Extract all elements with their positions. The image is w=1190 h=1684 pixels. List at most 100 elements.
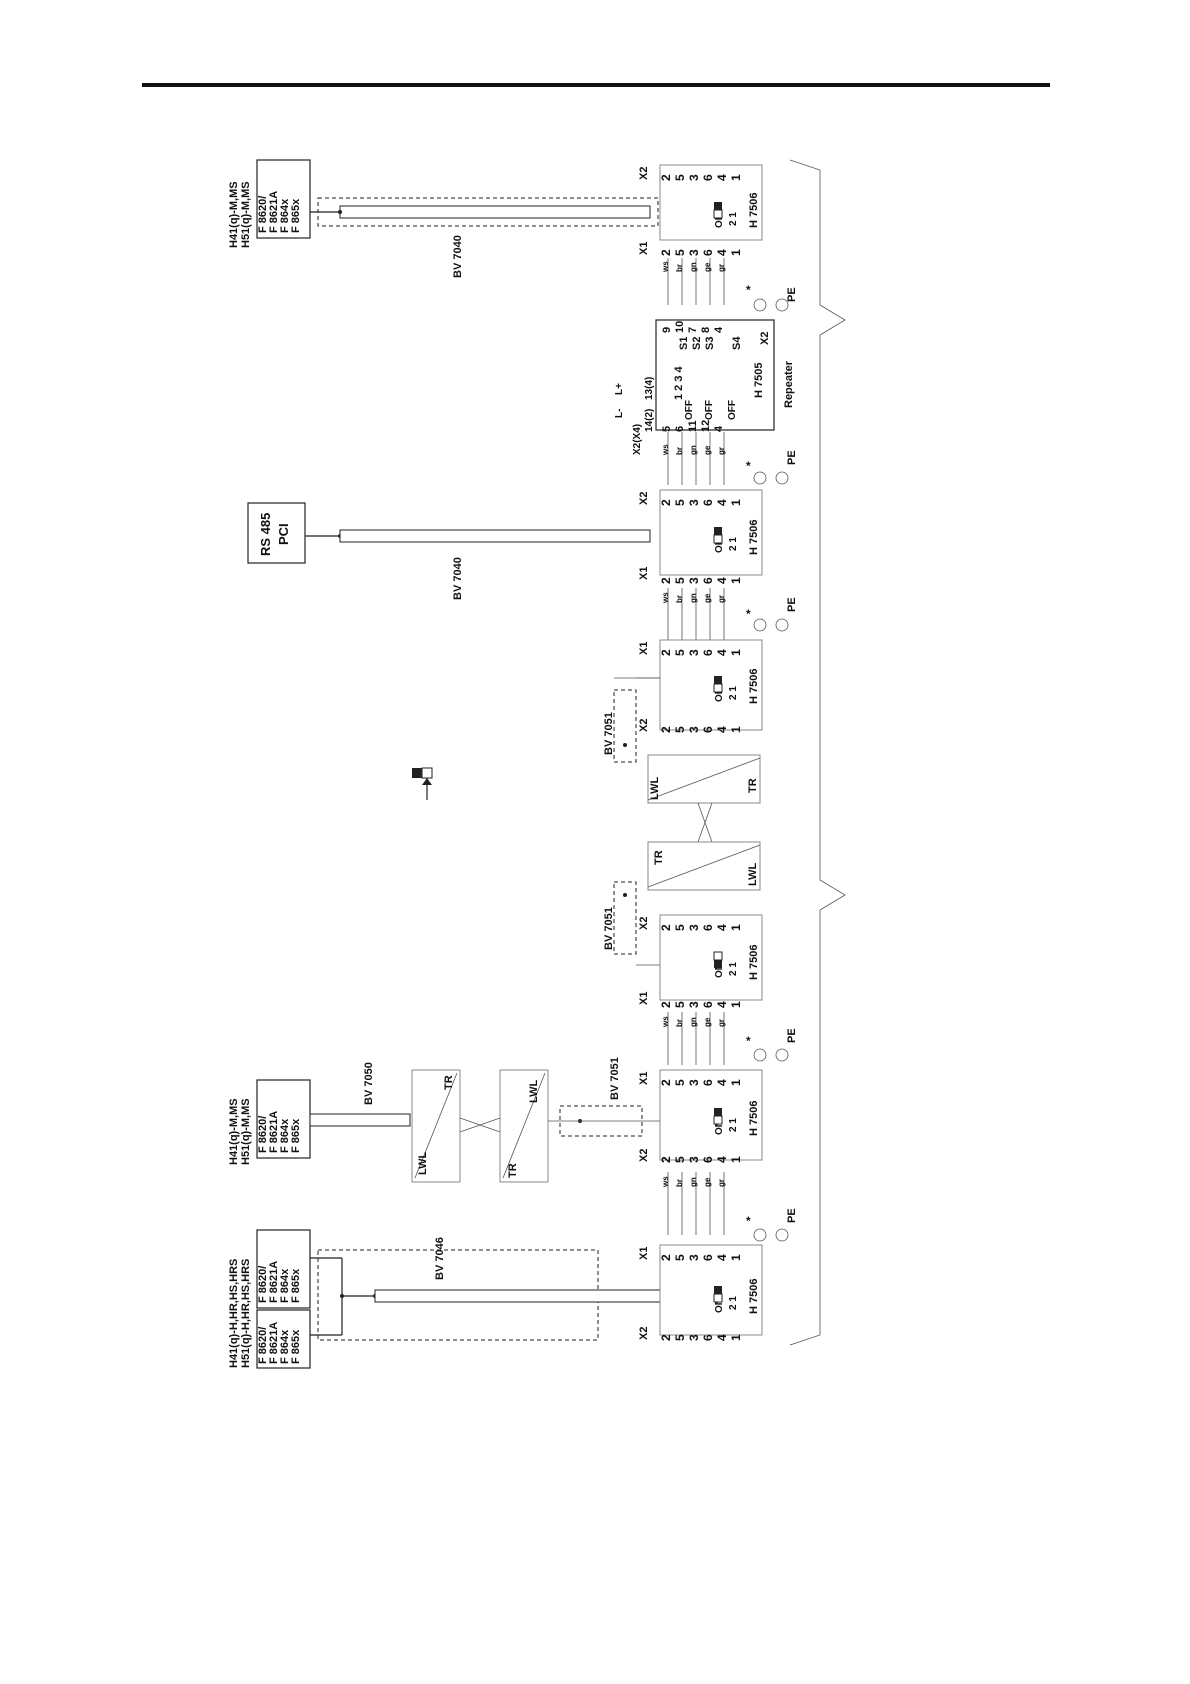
- svg-text:2: 2: [659, 726, 673, 733]
- svg-text:X2: X2: [638, 1327, 650, 1340]
- svg-text:H 7506: H 7506: [748, 1101, 760, 1136]
- svg-text:12: 12: [700, 420, 712, 432]
- system-label-ms-mid-2: H51(q)-M,MS: [240, 1098, 252, 1165]
- cable-bv7040-top: [310, 197, 659, 227]
- svg-text:2: 2: [659, 1254, 673, 1261]
- repeater-label: Repeater: [783, 360, 795, 408]
- module-h7506-b: X2 X1 2 5 3 6 4 1 ON 2 1 H 7506 2 5 3 6 …: [638, 489, 763, 584]
- svg-text:ON: ON: [714, 963, 725, 978]
- svg-text:3: 3: [687, 1156, 701, 1163]
- svg-text:F 8621A: F 8621A: [268, 1261, 280, 1303]
- svg-text:1: 1: [729, 577, 743, 584]
- svg-text:ON: ON: [714, 538, 725, 553]
- svg-text:1: 1: [729, 1001, 743, 1008]
- cpu-box-bottom-a: F 8620/ F 8621A F 864x F 865x: [256, 1229, 311, 1309]
- group-brace: [789, 159, 846, 1346]
- svg-text:6: 6: [701, 174, 715, 181]
- svg-text:11: 11: [687, 420, 699, 432]
- svg-text:gn: gn: [689, 445, 698, 455]
- svg-text:6: 6: [701, 499, 715, 506]
- svg-text:6: 6: [701, 249, 715, 256]
- cable-label-bv7040-top: BV 7040: [452, 235, 464, 278]
- svg-text:6: 6: [674, 426, 686, 432]
- svg-text:4: 4: [713, 425, 725, 432]
- svg-text:gn: gn: [689, 262, 698, 272]
- system-label-ms: H41(q)-M,MS: [228, 181, 240, 248]
- pe-terminal-2: * PE: [746, 450, 798, 485]
- cable-label-bv7046: BV 7046: [434, 1237, 446, 1280]
- dip-legend: [412, 767, 433, 800]
- svg-text:2: 2: [659, 174, 673, 181]
- svg-text:6: 6: [701, 1254, 715, 1261]
- svg-text:4: 4: [715, 249, 729, 256]
- svg-text:5: 5: [673, 1254, 687, 1261]
- svg-text:ge: ge: [703, 593, 712, 603]
- svg-text:2: 2: [659, 577, 673, 584]
- svg-text:ws: ws: [661, 261, 670, 273]
- cpu-box-bottom-b: F 8620/ F 8621A F 864x F 865x: [256, 1309, 311, 1369]
- svg-text:9: 9: [661, 327, 673, 333]
- svg-text:5: 5: [673, 1079, 687, 1086]
- svg-text:3: 3: [687, 1079, 701, 1086]
- svg-text:PE: PE: [786, 1028, 798, 1043]
- svg-text:H 7506: H 7506: [748, 1279, 760, 1314]
- cable-bv7046: [310, 1249, 661, 1341]
- system-label-hrs: H41(q)-H,HR,HS,HRS: [228, 1259, 240, 1368]
- svg-text:ws: ws: [661, 444, 670, 456]
- svg-text:OFF: OFF: [727, 400, 738, 420]
- svg-text:TR: TR: [653, 850, 665, 865]
- svg-text:2: 2: [659, 1156, 673, 1163]
- svg-text:X1: X1: [638, 642, 650, 655]
- svg-text:S4: S4: [731, 336, 743, 350]
- svg-text:2: 2: [659, 1079, 673, 1086]
- svg-text:br: br: [675, 1179, 684, 1187]
- svg-text:gr: gr: [717, 1179, 726, 1187]
- svg-text:ON: ON: [714, 1120, 725, 1135]
- cable-label-bv7040-mid: BV 7040: [452, 557, 464, 600]
- svg-text:2 1: 2 1: [728, 1118, 739, 1132]
- svg-text:2: 2: [659, 499, 673, 506]
- rs485-pci-box: RS 485 PCI: [247, 502, 306, 564]
- svg-text:OFF: OFF: [704, 400, 715, 420]
- svg-text:1: 1: [729, 726, 743, 733]
- svg-text:ws: ws: [661, 1016, 670, 1028]
- cable-label-bv7051-d: BV 7051: [603, 907, 615, 950]
- svg-text:PCI: PCI: [276, 523, 291, 545]
- svg-text:F 864x: F 864x: [279, 1268, 291, 1303]
- svg-text:1: 1: [729, 249, 743, 256]
- svg-text:H 7506: H 7506: [748, 669, 760, 704]
- svg-text:F 8621A: F 8621A: [268, 191, 280, 233]
- svg-text:F 8621A: F 8621A: [268, 1322, 280, 1364]
- svg-text:PE: PE: [786, 597, 798, 612]
- svg-text:X2: X2: [638, 917, 650, 930]
- svg-text:7: 7: [687, 327, 699, 333]
- svg-text:br: br: [675, 595, 684, 603]
- wires-top: ws br gn ge gr: [661, 258, 726, 305]
- svg-text:ON: ON: [714, 213, 725, 228]
- svg-text:F 865x: F 865x: [290, 1118, 302, 1153]
- svg-text:1: 1: [729, 1156, 743, 1163]
- svg-text:X1: X1: [638, 992, 650, 1005]
- svg-text:3: 3: [687, 726, 701, 733]
- svg-text:X1: X1: [638, 242, 650, 255]
- svg-text:H 7506: H 7506: [748, 193, 760, 228]
- svg-text:X1: X1: [638, 1247, 650, 1260]
- system-label-ms-mid: H41(q)-M,MS: [228, 1098, 240, 1165]
- svg-text:ON: ON: [714, 1298, 725, 1313]
- svg-text:5: 5: [673, 1001, 687, 1008]
- svg-text:2: 2: [659, 924, 673, 931]
- terminal-x2x4: X2(X4): [632, 424, 643, 455]
- svg-text:5: 5: [673, 1156, 687, 1163]
- svg-text:ge: ge: [703, 1177, 712, 1187]
- svg-text:ge: ge: [703, 445, 712, 455]
- terminal-14-2: 14(2): [644, 409, 655, 432]
- svg-text:gr: gr: [717, 447, 726, 455]
- svg-text:1: 1: [729, 1334, 743, 1341]
- svg-text:4: 4: [715, 499, 729, 506]
- svg-text:2 1: 2 1: [728, 537, 739, 551]
- svg-text:F 8620/: F 8620/: [257, 1327, 269, 1364]
- svg-text:X2: X2: [638, 1149, 650, 1162]
- svg-text:S1: S1: [678, 337, 690, 350]
- svg-text:2 1: 2 1: [728, 1296, 739, 1310]
